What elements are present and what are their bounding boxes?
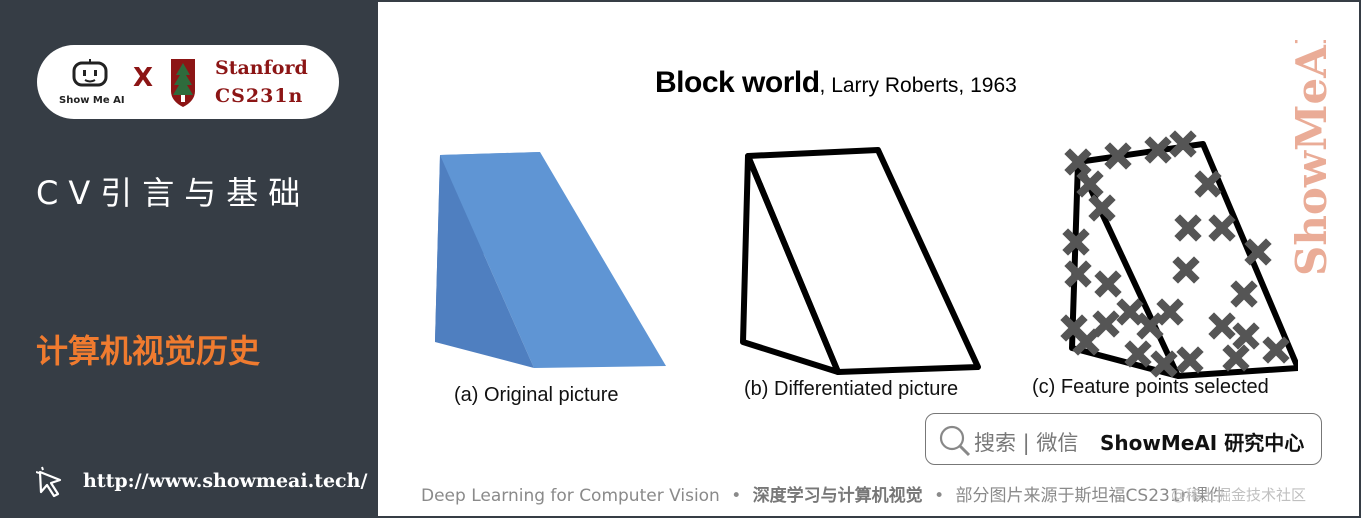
course-title: CV引言与基础: [36, 174, 311, 212]
feature-point-x-mark: [1222, 344, 1250, 372]
feature-point-x-mark: [1104, 142, 1132, 170]
site-url-link[interactable]: http://www.showmeai.tech/: [83, 470, 368, 492]
feature-point-x-mark: [1174, 214, 1202, 242]
feature-point-x-mark: [1232, 322, 1260, 350]
robot-icon: [72, 59, 108, 87]
feature-point-x-mark: [1194, 170, 1222, 198]
feature-point-x-mark: [1208, 214, 1236, 242]
feature-point-x-mark: [1062, 228, 1090, 256]
search-brand: ShowMeAI 研究中心: [1100, 431, 1305, 455]
showmeai-watermark: ShowMeAI: [1288, 40, 1334, 276]
caption-original: (a) Original picture: [454, 384, 619, 406]
feature-point-x-mark: [1064, 260, 1092, 288]
feature-points-figure: [1060, 130, 1298, 379]
search-text: 搜索 | 微信: [974, 431, 1079, 455]
feature-point-x-mark: [1244, 238, 1272, 266]
footer-part-2: 深度学习与计算机视觉: [752, 486, 923, 506]
logo-card: Show Me AI X Stanford CS231n: [37, 45, 339, 119]
partner-line-2: CS231n: [215, 85, 304, 107]
search-icon: [939, 425, 971, 457]
feature-point-x-mark: [1064, 148, 1092, 176]
feature-point-x-mark: [1208, 312, 1236, 340]
feature-point-x-mark: [1094, 270, 1122, 298]
feature-point-markers: [1060, 130, 1290, 378]
feature-point-x-mark: [1144, 136, 1172, 164]
cursor-click-icon: [36, 466, 62, 498]
feature-point-x-mark: [1136, 312, 1164, 340]
brand-text: Show Me AI: [59, 95, 125, 106]
footer-part-3: 部分图片来源于斯坦福CS231n课件: [955, 486, 1226, 506]
wedge-slope-face: [440, 152, 666, 368]
times-sign: X: [133, 63, 154, 93]
feature-point-x-mark: [1262, 336, 1290, 364]
feature-point-x-mark: [1172, 256, 1200, 284]
feature-point-x-mark: [1176, 346, 1204, 374]
feature-point-x-mark: [1072, 328, 1100, 356]
feature-point-x-mark: [1088, 194, 1116, 222]
caption-differentiated: (b) Differentiated picture: [744, 378, 959, 400]
caption-feature-points: (c) Feature points selected: [1032, 376, 1269, 398]
slide-area: Block world, Larry Roberts, 1963 (a) Ori…: [378, 0, 1361, 518]
slide-title: Block world, Larry Roberts, 1963: [655, 66, 1017, 100]
feature-point-x-mark: [1116, 298, 1144, 326]
feature-point-x-mark: [1092, 310, 1120, 338]
search-box[interactable]: 搜索 | 微信 ShowMeAI 研究中心: [925, 413, 1322, 465]
feature-point-x-mark: [1150, 350, 1178, 378]
footer: Deep Learning for Computer Vision • 深度学习…: [421, 481, 1225, 506]
footer-separator: •: [731, 486, 742, 506]
feature-point-x-mark: [1076, 170, 1104, 198]
feature-point-x-mark: [1169, 130, 1197, 158]
slide-title-main: Block world: [655, 66, 820, 99]
footer-separator-2: •: [934, 486, 945, 506]
overlay-credit: @稀土掘金技术社区: [1171, 486, 1307, 504]
slide-title-sub: , Larry Roberts, 1963: [819, 74, 1017, 97]
original-picture-figure: [435, 152, 666, 368]
watermark-text: ShowMeAI: [1288, 40, 1334, 276]
sidebar: Show Me AI X Stanford CS231n CV引言与基础 计算机…: [0, 0, 378, 518]
feature-point-x-mark: [1156, 298, 1184, 326]
stanford-tree-icon: [171, 59, 195, 107]
feature-point-x-mark: [1124, 340, 1152, 368]
footer-part-1: Deep Learning for Computer Vision: [421, 486, 720, 506]
partner-line-1: Stanford: [215, 57, 308, 79]
wedge-front-face: [435, 155, 534, 368]
section-title: 计算机视觉历史: [36, 332, 261, 370]
differentiated-picture-figure: [740, 147, 981, 375]
feature-point-x-mark: [1230, 280, 1258, 308]
